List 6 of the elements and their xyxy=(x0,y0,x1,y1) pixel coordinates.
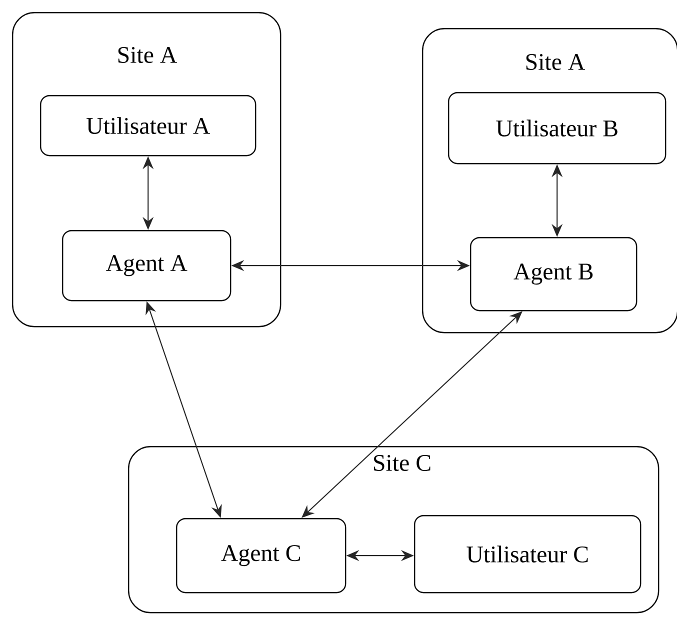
process-box: Agent B xyxy=(470,237,638,312)
process-box: Agent C xyxy=(176,518,346,594)
process-box: Utilisateur C xyxy=(414,515,642,594)
process-box: Utilisateur B xyxy=(448,92,666,164)
process-box: Agent A xyxy=(62,230,232,302)
process-box: Utilisateur A xyxy=(40,95,256,156)
